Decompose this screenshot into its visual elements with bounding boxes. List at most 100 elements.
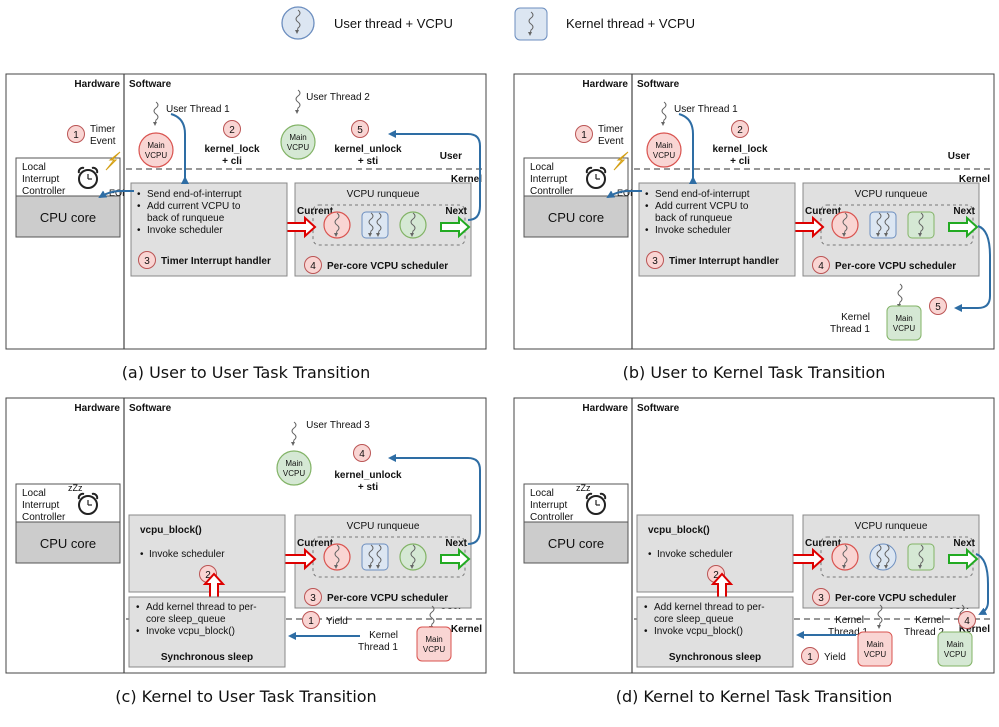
thread-icon-tip (334, 565, 338, 569)
cpu-core-label: CPU core (548, 536, 604, 551)
user-label: User (440, 151, 462, 162)
next-label: Next (953, 206, 975, 217)
clock-bell (77, 492, 85, 500)
step-number-icon (646, 251, 664, 269)
thread-icon (334, 212, 340, 236)
thread-icon (410, 212, 416, 236)
software-label: Software (129, 79, 172, 90)
software-label: Software (637, 403, 680, 414)
thread-icon-tip (842, 565, 846, 569)
handler-item: Send end-of-interrupt (147, 189, 242, 200)
software-label: Software (129, 403, 172, 414)
kernel-thread-label: Kernel (369, 630, 398, 641)
main-label: Main (285, 459, 302, 468)
interrupt-controller (15, 157, 121, 197)
hardware-label: Hardware (74, 79, 120, 90)
interrupt-controller-label: Interrupt (530, 174, 567, 185)
thread-icon (528, 11, 534, 35)
panel-caption: (c) Kernel to User Task Transition (115, 687, 376, 706)
clock-bell (599, 492, 607, 500)
thread-icon (661, 101, 667, 125)
step-number-icon (812, 588, 830, 606)
main-vcpu-kernel (937, 631, 973, 667)
step-number: 2 (713, 570, 719, 581)
sleep-item: Invoke vcpu_block() (146, 626, 235, 637)
handler-item: Invoke scheduler (147, 225, 223, 236)
bullet: • (648, 549, 652, 560)
vcpu-label: VCPU (653, 151, 675, 160)
interrupt-controller-label: Interrupt (22, 174, 59, 185)
flow-arrow-4 (388, 454, 481, 545)
kernel-unlock-label: + sti (358, 156, 379, 167)
main-vcpu-kernel (886, 305, 922, 341)
lightning-icon (105, 151, 121, 171)
bullet: • (137, 189, 141, 200)
yield-label: Yield (824, 652, 846, 663)
runqueue-label: VCPU runqueue (855, 521, 928, 532)
kernel-thread-label: Kernel (841, 312, 870, 323)
thread-icon (295, 9, 301, 33)
timer-event-label: Event (598, 136, 624, 147)
timer-event-label: Timer (90, 124, 116, 135)
thread-icon-tip (661, 122, 665, 126)
zzz-label: zZz (68, 483, 83, 493)
runqueue-label: VCPU runqueue (855, 189, 928, 200)
main-vcpu-user (280, 124, 316, 160)
thread-icon-tip (918, 233, 922, 237)
handler-item: Invoke scheduler (655, 225, 731, 236)
interrupt-controller-label: Controller (530, 186, 574, 197)
user-label: User (948, 151, 970, 162)
software-label: Software (637, 79, 680, 90)
bullet: • (136, 626, 140, 637)
bullet: • (645, 201, 649, 212)
interrupt-controller-label: Local (530, 162, 554, 173)
yield-label: Yield (326, 616, 348, 627)
next-arrow-icon (440, 547, 471, 571)
zzz-label: zZz (576, 483, 591, 493)
lightning-icon (613, 151, 629, 171)
vcpu-thread-icon (869, 543, 897, 571)
thread-icon-tip (368, 233, 372, 237)
sleep-item: core sleep_queue (146, 614, 226, 625)
step-number: 1 (581, 130, 587, 141)
sleep-item: Invoke vcpu_block() (654, 626, 743, 637)
thread-icon (884, 544, 890, 568)
kernel-thread-label: Thread 1 (830, 324, 870, 335)
step-number: 4 (964, 616, 970, 627)
step-number: 5 (935, 302, 941, 313)
bullet: • (645, 189, 649, 200)
interrupt-controller-label: Interrupt (530, 500, 567, 511)
thread-icon-tip (528, 32, 532, 36)
runqueue-label: VCPU runqueue (347, 189, 420, 200)
next-label: Next (445, 538, 467, 549)
kernel-label: Kernel (959, 174, 990, 185)
flow-arrow-1 (678, 113, 697, 184)
step-number: 3 (652, 256, 658, 267)
interrupt-controller-label: Interrupt (22, 500, 59, 511)
vcpu-label: VCPU (423, 645, 445, 654)
sleep-item: core sleep_queue (654, 614, 734, 625)
step-number-icon (223, 120, 241, 138)
sleep-title: Synchronous sleep (669, 652, 761, 663)
step-number-icon (812, 256, 830, 274)
vcpu-label: VCPU (864, 650, 886, 659)
thread-icon (368, 212, 374, 236)
vcpu-block-title: vcpu_block() (140, 525, 202, 536)
interrupt-controller (523, 157, 629, 197)
panel-caption: (d) Kernel to Kernel Task Transition (616, 687, 893, 706)
step-number-icon (67, 125, 85, 143)
step-number: 2 (205, 570, 211, 581)
thread-icon-tip (153, 122, 157, 126)
main-label: Main (147, 141, 164, 150)
hardware-label: Hardware (74, 403, 120, 414)
kernel-thread-label: Kernel (835, 615, 864, 626)
next-arrow-icon (948, 547, 979, 571)
user-thread-1-label: User Thread 1 (674, 104, 738, 115)
next-label: Next (445, 206, 467, 217)
bullet: • (137, 201, 141, 212)
step-number-icon (801, 647, 819, 665)
thread-icon (918, 544, 924, 568)
user-thread-2-label: User Thread 2 (306, 92, 370, 103)
